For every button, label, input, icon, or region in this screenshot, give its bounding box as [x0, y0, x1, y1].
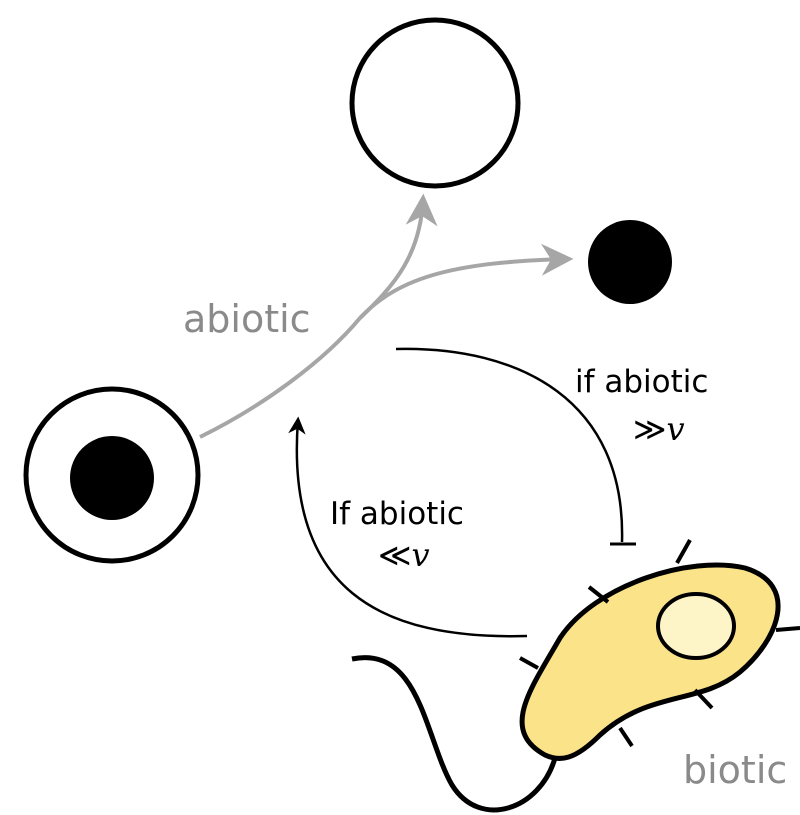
pilus: [519, 656, 539, 670]
flagellum: [351, 655, 558, 813]
pilus: [675, 539, 692, 564]
bacterium-body: [519, 562, 781, 761]
pilus: [693, 688, 714, 710]
black-dot-right: [588, 220, 672, 304]
pilus: [618, 726, 634, 748]
if-abiotic-lower-label: If abiotic: [330, 496, 464, 532]
much-greater-symbol: ≫: [633, 410, 667, 448]
feedback-arrow: [288, 416, 528, 638]
abiotic-arrow-up: [358, 193, 438, 320]
bacterium-nucleus: [656, 592, 736, 660]
lower-condition: ≪v: [378, 536, 430, 574]
empty-circle-top: [349, 17, 521, 189]
biotic-label: biotic: [683, 748, 787, 792]
abiotic-trunk: [199, 316, 362, 439]
if-abiotic-upper-label: if abiotic: [575, 364, 708, 400]
v-symbol-lower: v: [412, 536, 430, 574]
ring-core-left: [70, 436, 154, 520]
much-less-symbol: ≪: [378, 536, 412, 574]
abiotic-label: abiotic: [183, 297, 311, 341]
abiotic-arrow-right: [358, 243, 574, 320]
pilus: [587, 585, 610, 604]
upper-condition: ≫v: [633, 410, 685, 448]
inhibition-curve: [395, 347, 624, 543]
v-symbol-upper: v: [667, 410, 685, 448]
pilus: [775, 626, 800, 632]
